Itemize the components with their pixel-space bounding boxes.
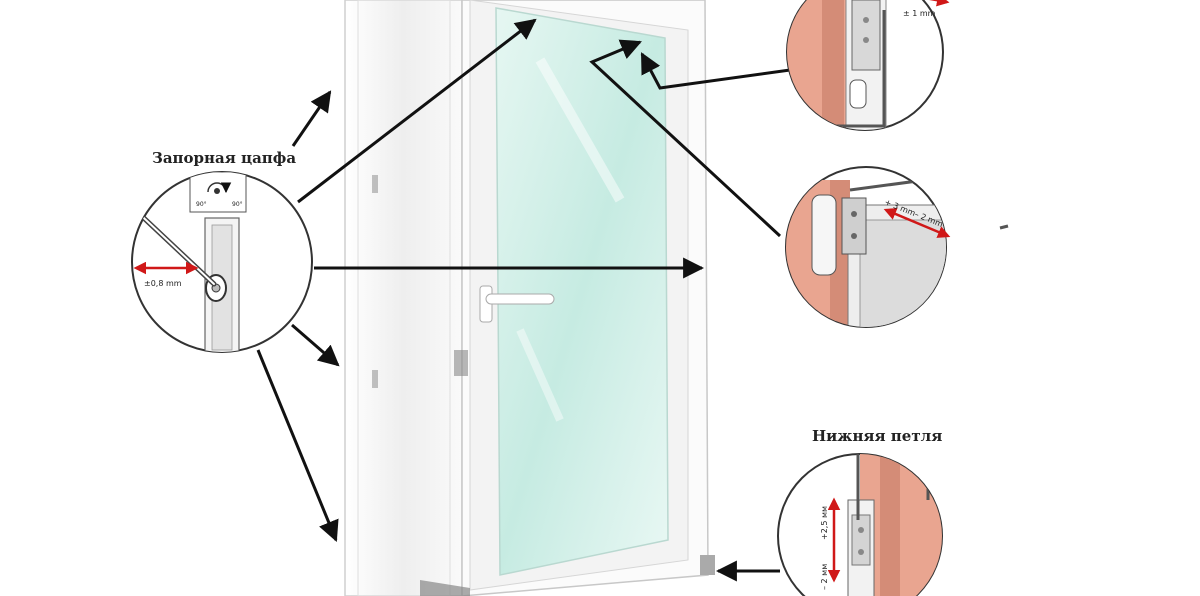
label-bottom-hinge: Нижняя петля xyxy=(812,427,942,445)
window xyxy=(344,0,715,596)
callout-arrows xyxy=(256,18,791,582)
label-locking-cam: Запорная цапфа xyxy=(152,149,296,167)
window-handle xyxy=(479,285,555,323)
arrow-to-frame-middle xyxy=(291,323,340,367)
window-outer-frame xyxy=(344,0,463,596)
bottom-plus-value: +2,5 мм xyxy=(820,506,829,540)
detail-top-hinge: ± 1 mm xyxy=(786,0,950,131)
angle-right-value: 90° xyxy=(232,201,243,208)
window-glass xyxy=(495,7,669,576)
detail-scissor: + 3 mm – 2 mm xyxy=(785,166,1009,328)
cam-offset-value: ±0,8 mm xyxy=(144,279,182,288)
detail-locking-cam: 90° 90° ±0,8 mm xyxy=(131,171,313,353)
arrow-scissor xyxy=(589,39,782,238)
arrow-to-frame-bottom xyxy=(256,349,339,542)
arrow-to-frame-top xyxy=(291,90,332,147)
detail-bottom-hinge: +2,5 мм – 2 мм xyxy=(777,453,943,596)
angle-left-value: 90° xyxy=(196,201,207,208)
arrow-to-sash-top xyxy=(297,18,537,204)
top-hinge-value: ± 1 mm xyxy=(903,9,936,18)
arrow-top-hinge xyxy=(640,52,791,90)
bottom-minus-value: – 2 мм xyxy=(820,564,829,590)
